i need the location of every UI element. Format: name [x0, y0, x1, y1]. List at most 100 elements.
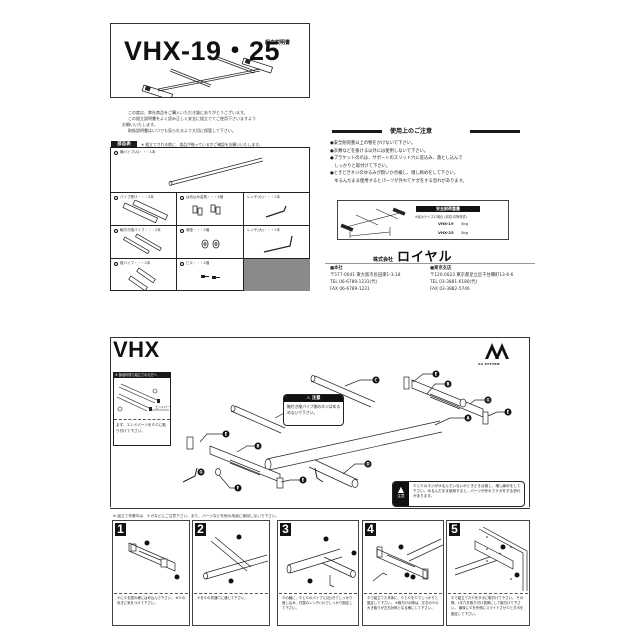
part-marker-icon — [114, 261, 118, 266]
brand-mark: AA SYSTEM — [478, 362, 500, 366]
manual-subtitle: 組立説明書 — [265, 40, 291, 46]
fitting-brackets-icon — [192, 204, 221, 216]
vhx-logo: VHX — [113, 337, 160, 362]
caution-icon: ▲ 注意 — [393, 482, 409, 506]
screw-caution-box — [392, 481, 525, 507]
vertical-pipe-icon — [128, 267, 156, 292]
title-rule-left — [332, 130, 382, 133]
part-marker-icon — [180, 228, 184, 233]
aa-system-logo-icon — [485, 343, 509, 359]
load-capacity-box — [337, 200, 509, 240]
washer-icon — [201, 239, 220, 249]
part-marker-icon — [180, 195, 184, 200]
caution-item: しっかりと取付けて下さい。 — [330, 163, 391, 169]
office-tel: TEL 03-3881-6180(代) — [430, 280, 478, 285]
part-label: レンチ(小)・・・1本 — [247, 195, 280, 199]
part-marker-icon — [180, 261, 184, 266]
end-parts-divider — [114, 419, 170, 420]
warning-text: 軸付き縦パイプ側のネジはゆるめないで下さい。 — [287, 404, 341, 415]
exploded-assembly-diagram: C C E B F E D B E G E A G — [182, 370, 512, 492]
step-2: 2 ©を©の貫通穴に通して下さい。 — [192, 520, 270, 626]
label-e: E — [435, 372, 438, 377]
step-text: ©の軸に、©と©のパイプに(出)きてしっかり差し込み、付属のレンチ(小)でしっか… — [282, 596, 353, 611]
part-label: 横パイプ(A)・・・1本 — [120, 150, 156, 154]
parts-table: 横パイプ(A)・・・1本 パイプ受け・・・2本 はめ込み金具・・・4個 レンチ(… — [110, 148, 310, 292]
label-f: F — [237, 486, 240, 491]
step-text: ©に©を図の様にはめ込んで下さい。 ※©の向きに気をつけて下さい。 — [117, 596, 186, 606]
step-divider — [364, 593, 442, 594]
part-label: レンチ(大)・・・1本 — [247, 228, 280, 232]
empty-gray-cell — [244, 259, 310, 291]
step-number: 1 — [115, 523, 126, 536]
part-cell-f: 菊座・・・2個 — [177, 226, 244, 259]
warning-triangle-icon: ▲ — [397, 485, 405, 494]
part-cell-wrench-small: レンチ(小)・・・1本 — [244, 193, 310, 226]
label-e: E — [225, 432, 228, 437]
label-e: E — [507, 410, 510, 415]
step-text: ©で組立てた©をダボに取付けて下さい。 その際、L字穴を取り付け具側にして取付け… — [451, 596, 524, 616]
tokyo-branch-address: ■東京支店 〒120-0023 東京都足立区千住曙町13-6-6 TEL 03-… — [430, 265, 513, 293]
hex-wrench-small-icon — [265, 205, 287, 218]
step-2-illustration — [203, 534, 269, 584]
part-cell-g: ビス・・・2個 — [177, 259, 244, 291]
caution-item: ●衣類などを掛ける以外には使用しないで下さい。 — [330, 148, 429, 154]
dimension-diagram — [340, 207, 406, 238]
load-model: VHX-25 — [438, 230, 454, 235]
part-marker-icon — [114, 195, 118, 200]
caution-item: ゆるんだまま使用するとパーツが外れてケガをする恐れがあります。 — [330, 178, 467, 184]
part-cell-d: 軸付き縦パイプ・・・2本 — [111, 226, 177, 259]
office-label: ■東京支店 — [430, 266, 452, 271]
end-parts-text: まず、エンドパーツを©©に取り付けて下さい。 — [116, 423, 166, 433]
step-4-illustration — [372, 538, 443, 582]
assembly-frame — [110, 337, 530, 507]
caution-item: ●安全耐荷重以上の物をかけないで下さい。 — [330, 141, 416, 146]
intro-line: この組立説明書をよく読み正しく安全に組立ててご使用下さいますよう — [128, 116, 256, 121]
part-cell-b: パイプ受け・・・2本 — [111, 193, 177, 226]
load-value: 5kg — [461, 221, 469, 226]
part-marker-icon — [114, 150, 118, 155]
step-3-illustration — [286, 536, 357, 588]
address-divider — [325, 263, 535, 264]
step-1: 1 ©に©を図の様にはめ込んで下さい。 ※©の向きに気をつけて下さい。 — [112, 520, 190, 626]
load-capacity-title: 安全耐荷重量 — [416, 206, 480, 212]
head-office-address: ■本社 〒577-0041 東大阪市長田東1-3-18 TEL 06-6789-… — [330, 265, 400, 293]
intro-line: この度は、弊社商品をご購入いただき誠にありがとうございます。 — [128, 110, 248, 115]
section-divider — [110, 508, 530, 509]
caution-icon-label: 注意 — [397, 494, 405, 498]
label-a: A — [466, 416, 470, 421]
parts-list-label: 部品表 — [111, 141, 137, 148]
label-b: B — [256, 444, 259, 449]
step-number: 4 — [365, 523, 376, 536]
step-divider — [448, 593, 528, 594]
hanger-rack-illustration — [141, 55, 274, 97]
label-g: G — [199, 470, 202, 475]
step-number: 5 — [449, 523, 460, 536]
step-3: 3 ©の軸に、©と©のパイプに(出)きてしっかり差し込み、付属のレンチ(小)でし… — [277, 520, 359, 626]
horizontal-pipe-icon — [168, 157, 264, 186]
office-fax: FAX 03-3882-5746 — [430, 287, 470, 292]
pipe-bracket-icon — [122, 200, 169, 224]
load-value: 5kg — [461, 230, 469, 235]
intro-line: 取扱説明書はいつでも見られるよう大切に保管して下さい。 — [128, 128, 236, 133]
label-g: G — [486, 398, 489, 403]
warning-title: ⚠ 注意 — [284, 395, 343, 402]
part-label: 軸付き縦パイプ・・・2本 — [120, 228, 161, 232]
step-5-illustration — [454, 526, 528, 591]
label-b: B — [446, 382, 449, 387]
company-logo: 株式会社 ロイヤル — [373, 246, 453, 265]
step-divider — [114, 593, 188, 594]
step-1-illustration — [128, 540, 180, 580]
caution-title: 使用上のご注意 — [390, 128, 433, 135]
step-divider — [194, 593, 268, 594]
label-d: D — [366, 462, 370, 467]
part-cell-a: 横パイプ(A)・・・1本 — [111, 148, 310, 193]
title-rule-right — [470, 130, 520, 133]
end-parts-header: ※ 部品状態で組立された方へ — [113, 372, 171, 378]
label-e: E — [302, 478, 305, 483]
company-prefix: 株式会社 — [373, 257, 394, 263]
office-fax: FAX 06-6789-1231 — [330, 287, 370, 292]
office-address: 〒577-0041 東大阪市長田東1-3-18 — [330, 273, 401, 278]
step-4: 4 ©で組立てた本体に、©と©を©でしっかりと固定して下さい。 ※取付けの際は、… — [362, 520, 444, 626]
parts-list-note: ※ 組立てされる前に、部品が揃っているかご確認をお願いいたします。 — [141, 142, 263, 147]
part-cell-wrench-large: レンチ(大)・・・1本 — [244, 226, 310, 259]
